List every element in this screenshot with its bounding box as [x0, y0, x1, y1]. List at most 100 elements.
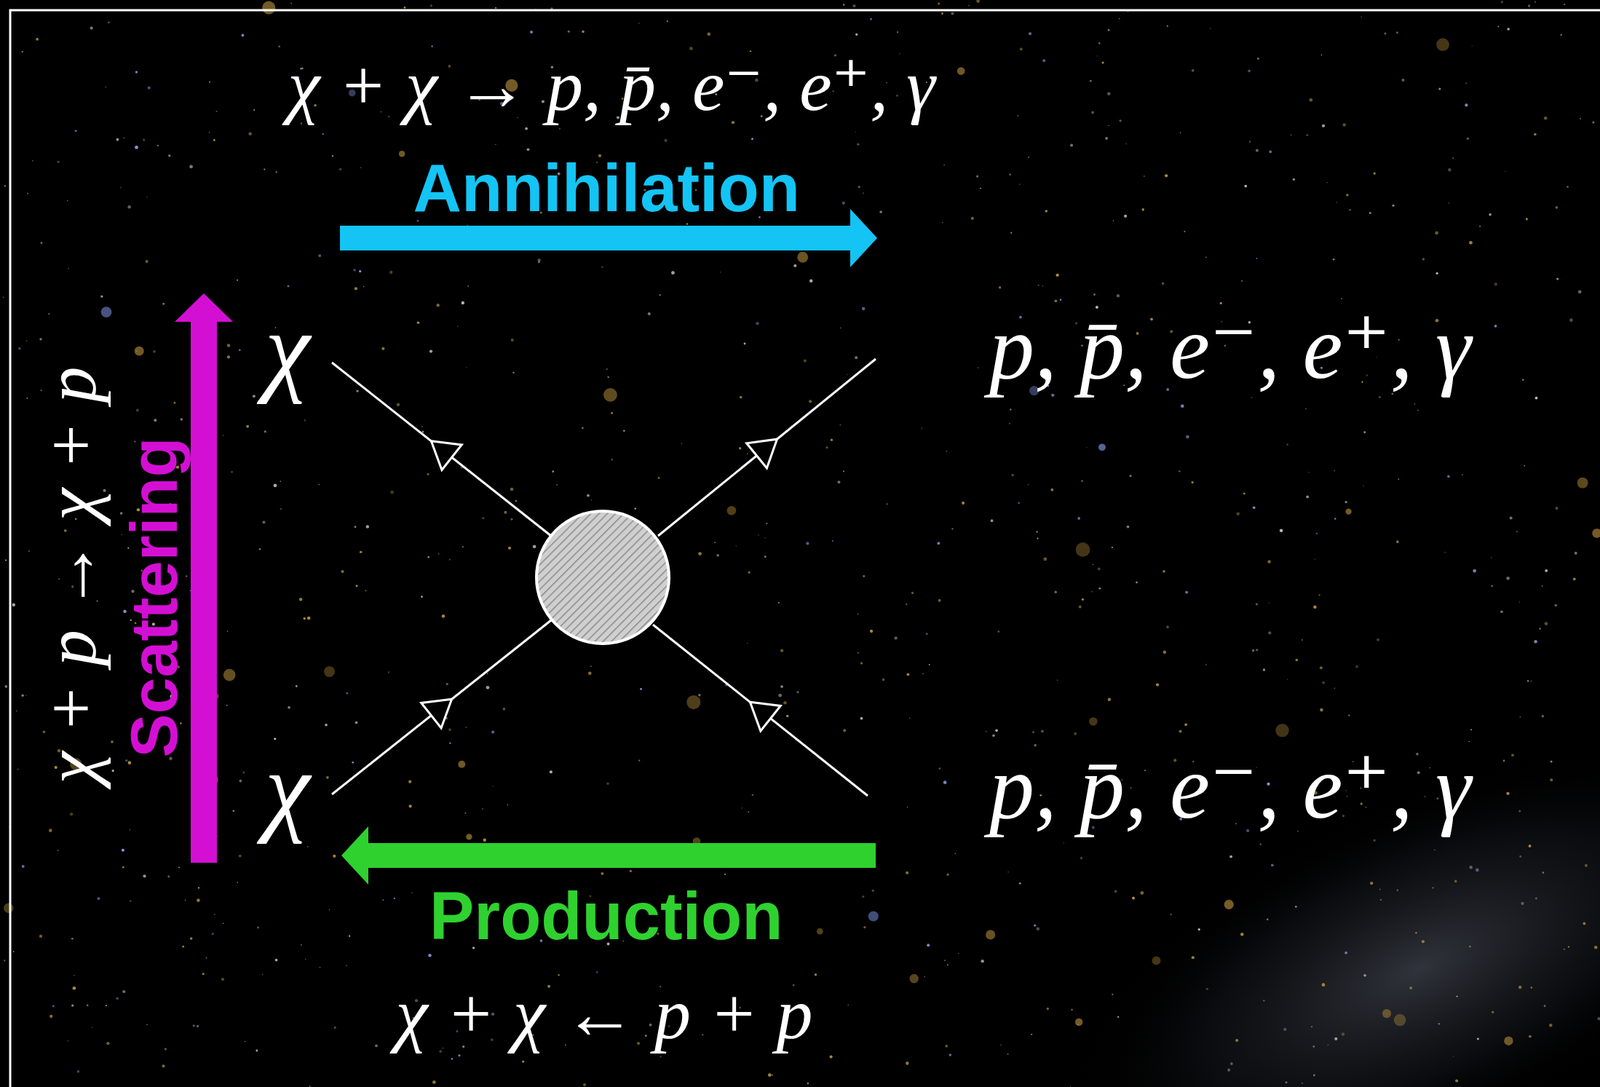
star — [1436, 37, 1450, 51]
star — [925, 632, 929, 635]
star — [508, 546, 512, 550]
star — [381, 347, 385, 351]
star — [1091, 591, 1093, 593]
star — [1006, 1053, 1009, 1055]
star — [1070, 1008, 1073, 1011]
star — [629, 869, 632, 873]
star — [1434, 849, 1435, 851]
particle-line — [331, 362, 552, 536]
star — [1396, 889, 1399, 891]
star — [49, 1014, 53, 1018]
star — [857, 651, 860, 654]
star — [943, 164, 945, 166]
star — [1594, 945, 1598, 950]
star — [951, 527, 953, 530]
fermion-arrowhead — [421, 698, 453, 728]
star — [236, 881, 239, 883]
star — [1373, 172, 1376, 175]
star — [432, 1080, 437, 1084]
star — [494, 7, 497, 9]
star — [409, 804, 413, 808]
star — [755, 321, 759, 325]
star — [1533, 639, 1537, 643]
star — [1033, 923, 1036, 926]
star — [1533, 133, 1537, 137]
star — [1321, 124, 1325, 128]
star — [252, 394, 256, 398]
star — [1438, 1022, 1440, 1025]
star — [451, 1057, 454, 1060]
star — [1143, 175, 1146, 177]
star — [511, 518, 514, 521]
star — [255, 1049, 258, 1052]
star — [1227, 1068, 1231, 1072]
star — [1550, 759, 1553, 763]
star — [659, 294, 661, 296]
star — [1396, 540, 1400, 544]
star — [1376, 638, 1380, 642]
star — [855, 131, 857, 133]
star — [278, 45, 281, 49]
star — [1503, 1035, 1513, 1045]
star — [590, 665, 592, 667]
star — [1075, 1018, 1083, 1026]
star — [610, 458, 613, 461]
star — [304, 419, 307, 422]
star — [748, 810, 750, 813]
star — [430, 4, 433, 7]
star — [1036, 927, 1040, 931]
star — [134, 346, 145, 356]
star — [551, 470, 554, 473]
process-name-holder: Production — [429, 879, 784, 953]
star — [746, 642, 748, 644]
star — [1578, 289, 1582, 294]
star — [263, 168, 265, 170]
star — [786, 714, 790, 718]
star — [765, 522, 768, 525]
star — [1111, 993, 1114, 996]
star — [814, 973, 817, 976]
particle-symbol-holder: χ — [264, 731, 311, 844]
star — [427, 556, 430, 559]
star — [101, 306, 113, 318]
star — [809, 279, 813, 283]
star — [1554, 604, 1558, 608]
star — [1093, 293, 1096, 296]
star — [1027, 156, 1030, 158]
star — [167, 874, 170, 878]
star — [355, 389, 359, 392]
star — [1369, 881, 1373, 885]
star — [1257, 57, 1260, 60]
star — [147, 86, 151, 90]
star — [503, 707, 506, 711]
star — [1262, 668, 1266, 671]
star — [1078, 605, 1082, 609]
star — [300, 944, 303, 946]
star — [581, 30, 585, 34]
star — [1309, 98, 1314, 102]
star — [1333, 470, 1336, 472]
star — [1345, 500, 1348, 504]
star — [48, 313, 50, 315]
star — [157, 144, 160, 148]
star — [366, 524, 370, 528]
star — [358, 270, 362, 273]
particle-symbol: χ — [264, 730, 311, 844]
star — [1506, 576, 1510, 581]
star — [583, 1083, 586, 1087]
star — [842, 728, 846, 732]
star — [1396, 31, 1399, 34]
star — [57, 849, 59, 851]
star — [842, 470, 845, 472]
star — [127, 205, 132, 209]
star — [1046, 1007, 1049, 1010]
particle-line — [658, 358, 876, 536]
star — [863, 925, 866, 929]
star — [1268, 150, 1272, 154]
star — [1348, 714, 1350, 717]
star — [1032, 730, 1035, 734]
star — [1152, 955, 1162, 965]
star — [1454, 880, 1458, 883]
star — [104, 86, 107, 89]
particle-line — [652, 624, 868, 796]
